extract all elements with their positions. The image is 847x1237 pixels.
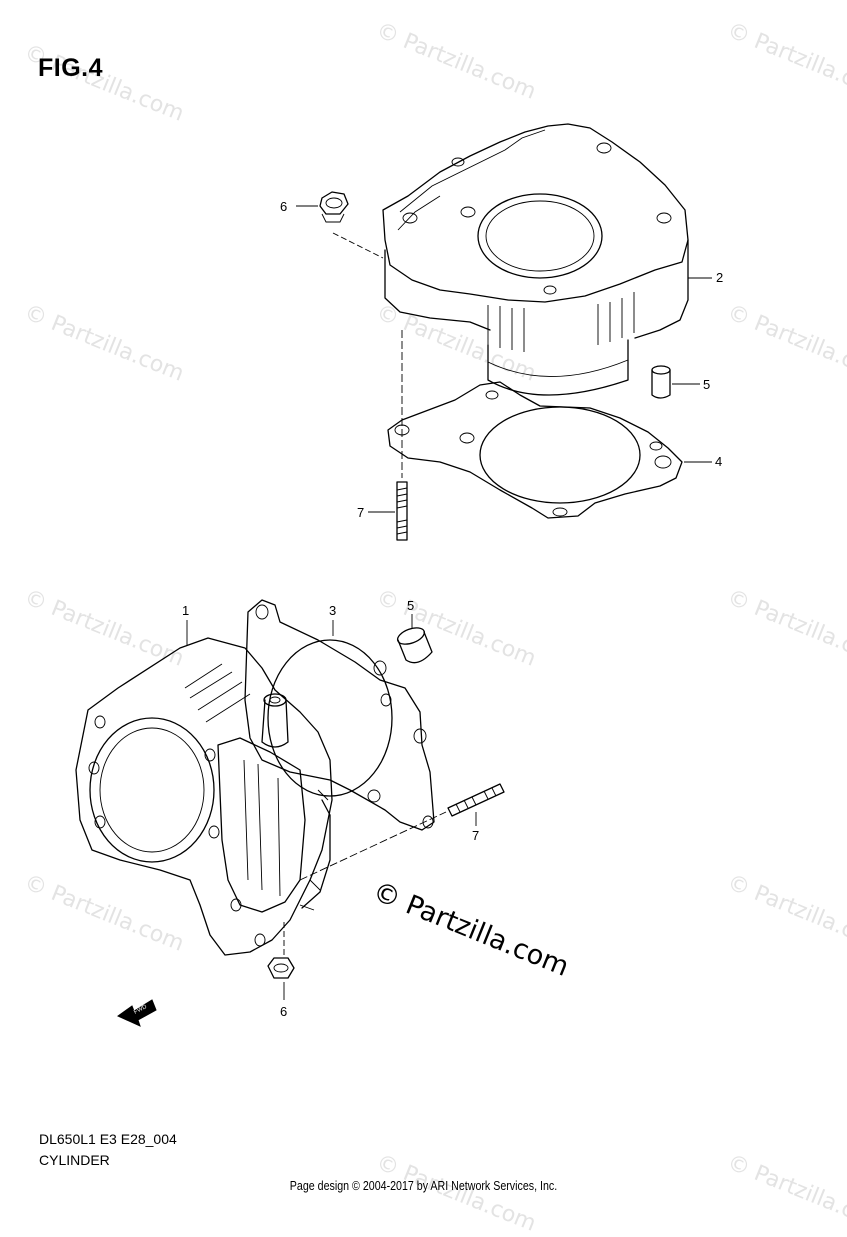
callout-5-bottom: 5 — [407, 598, 414, 613]
footer-copyright: Page design © 2004-2017 by ARI Network S… — [289, 1178, 558, 1193]
stud-part-7-bottom — [447, 783, 505, 817]
callout-7-top: 7 — [357, 505, 364, 520]
diagram-caption: CYLINDER — [39, 1152, 110, 1168]
callout-1: 1 — [182, 603, 189, 618]
cylinder-part-1 — [75, 637, 333, 956]
dowel-part-5-top — [651, 365, 671, 399]
parts-diagram: 6 2 5 4 7 — [75, 123, 723, 1027]
dowel-part-5-bottom — [396, 627, 433, 664]
fwd-arrow-icon: FWD — [117, 999, 157, 1027]
nut-part-6-bottom — [267, 957, 295, 979]
callout-4: 4 — [715, 454, 722, 469]
callout-5-top: 5 — [703, 377, 710, 392]
gasket-part-3 — [244, 599, 435, 831]
callout-6-top: 6 — [280, 199, 287, 214]
callout-2: 2 — [716, 270, 723, 285]
nut-part-6-top — [319, 191, 349, 223]
figure-title: FIG.4 — [38, 54, 104, 82]
callout-7-bottom: 7 — [472, 828, 479, 843]
callout-3: 3 — [329, 603, 336, 618]
diagram-code: DL650L1 E3 E28_004 — [39, 1131, 177, 1147]
stud-part-7-top — [396, 481, 408, 541]
callout-6-bottom: 6 — [280, 1004, 287, 1019]
gasket-part-4 — [387, 381, 683, 519]
cylinder-part-2 — [382, 123, 689, 396]
